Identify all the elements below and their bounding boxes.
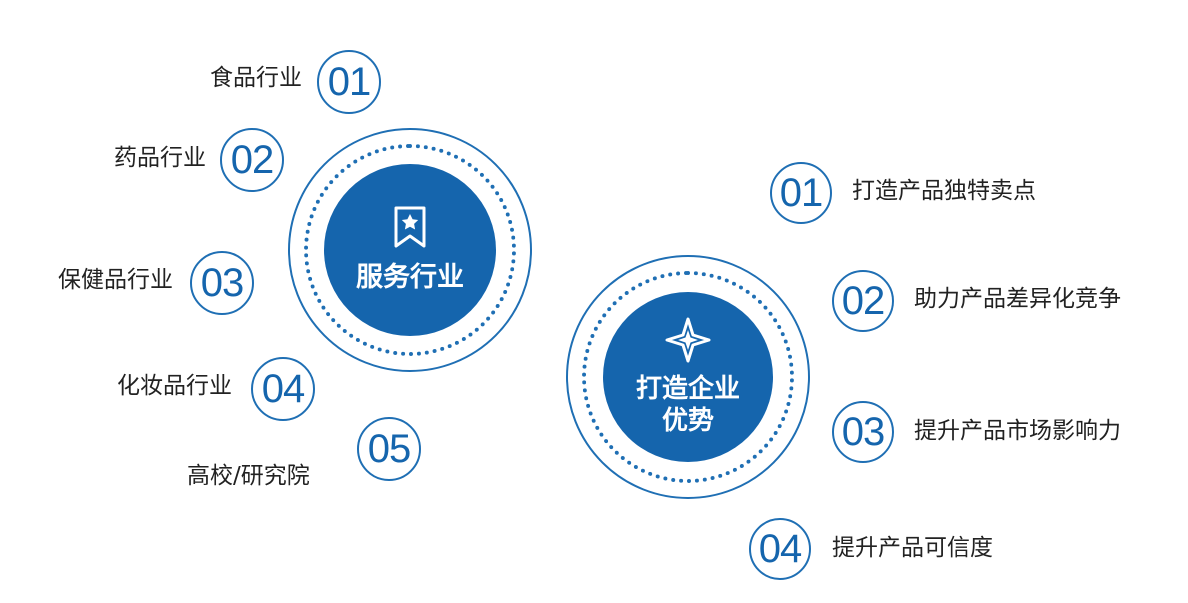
industry-number-05: 05 xyxy=(357,417,421,481)
industry-number-03: 03 xyxy=(190,251,254,315)
industry-number-01: 01 xyxy=(317,50,381,114)
advantage-number-02: 02 xyxy=(832,270,894,332)
advantage-label-unique-selling-point: 打造产品独特卖点 xyxy=(852,178,1036,204)
service-industry-hub-dotted-ring xyxy=(304,144,516,356)
advantage-number-04: 04 xyxy=(749,518,811,580)
industry-label-food: 食品行业 xyxy=(210,65,302,91)
sparkle-star-icon xyxy=(665,317,711,367)
service-industry-title: 服务行业 xyxy=(356,262,464,294)
enterprise-advantage-title-line1: 打造企业 xyxy=(635,373,740,404)
enterprise-advantage-hub-dotted-ring xyxy=(582,271,794,483)
advantage-number-03: 03 xyxy=(832,401,894,463)
industry-label-cosmetics: 化妆品行业 xyxy=(117,373,232,399)
advantage-label-credibility: 提升产品可信度 xyxy=(832,535,993,561)
industry-number-04: 04 xyxy=(251,357,315,421)
advantage-label-differentiation: 助力产品差异化竞争 xyxy=(914,286,1121,312)
enterprise-advantage-title-line2: 优势 xyxy=(661,406,714,436)
advantage-label-market-influence: 提升产品市场影响力 xyxy=(914,418,1121,444)
industry-label-pharma: 药品行业 xyxy=(114,145,206,171)
advantage-number-01: 01 xyxy=(770,162,832,224)
enterprise-advantage-hub: 打造企业 优势 xyxy=(603,292,773,462)
industry-label-health-products: 保健品行业 xyxy=(58,267,173,293)
industry-number-02: 02 xyxy=(220,128,284,192)
industry-label-universities: 高校/研究院 xyxy=(187,463,310,489)
service-industry-hub: 服务行业 xyxy=(324,164,496,336)
ribbon-badge-icon xyxy=(393,205,427,253)
